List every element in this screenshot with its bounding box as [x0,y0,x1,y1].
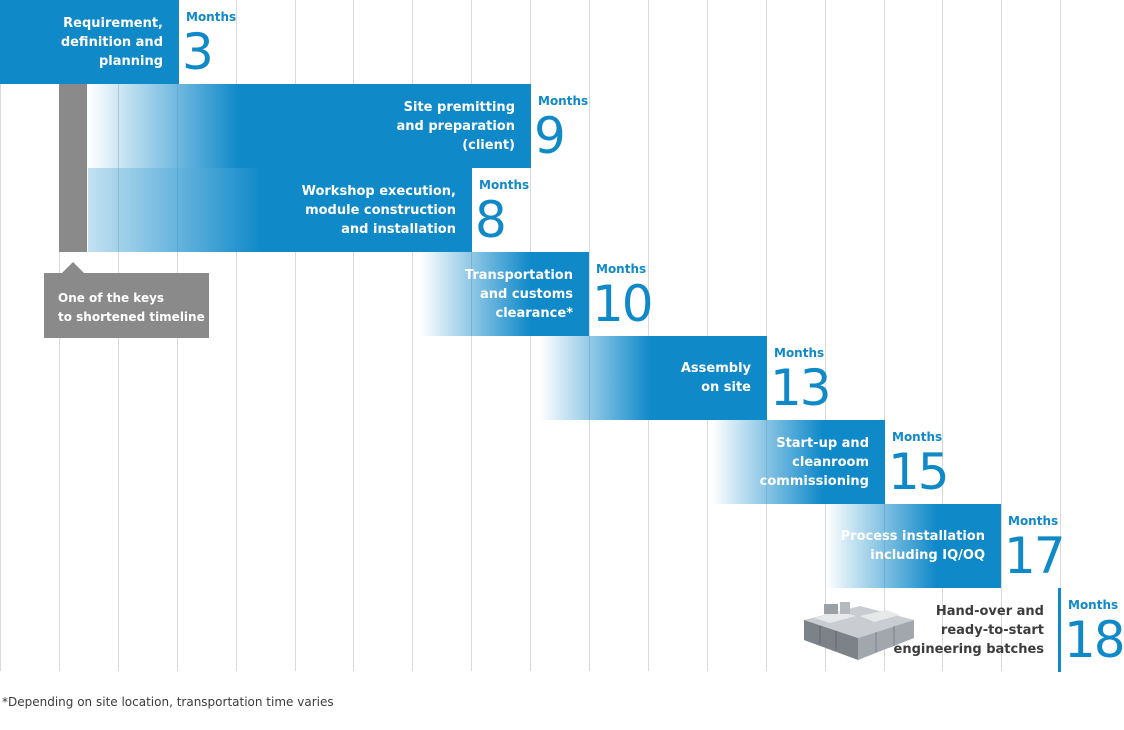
months-word: Months [1068,598,1119,612]
final-milestone-label: Hand-over and ready-to-start engineering… [893,603,1044,657]
grid-line [589,0,590,671]
phase-bar-workshop-execution: Workshop execution, module construction … [88,168,529,252]
grid-line [825,0,826,671]
grid-line [707,0,708,671]
phase-bar-process-installation: Process installation including IQ/OQ Mon… [826,504,1066,588]
grid-line [236,0,237,671]
grid-line [1060,0,1061,671]
overlap-indicator-bar [59,84,87,252]
months-box: Months 10 [589,252,654,336]
months-value: 13 [770,359,832,417]
months-box: Months 8 [472,168,532,252]
months-value: 3 [182,23,214,81]
months-value: 9 [534,107,566,165]
months-box: Months 15 [885,420,950,504]
months-word: Months [774,346,825,360]
final-milestone-line [1058,588,1061,672]
phase-label: Start-up and cleanroom commissioning [759,435,869,489]
footnote: *Depending on site location, transportat… [2,695,334,709]
months-value: 8 [475,191,507,249]
grid-line [0,0,1,671]
months-value: 10 [592,275,654,333]
months-box: Months 3 [179,0,239,84]
months-box-final: Months 18 [1061,588,1124,672]
months-word: Months [479,178,530,192]
months-word: Months [892,430,943,444]
phase-bar-startup: Start-up and cleanroom commissioning Mon… [712,420,950,504]
months-word: Months [1008,514,1059,528]
months-word: Months [186,10,237,24]
phase-bar-site-premitting: Site premitting and preparation (client)… [88,84,588,168]
modular-facility-building-icon [804,602,914,660]
phase-label: Process installation including IQ/OQ [840,529,985,563]
grid-line [766,0,767,671]
months-value: 17 [1004,527,1066,585]
phase-label: Workshop execution, module construction … [301,183,456,237]
months-box: Months 9 [531,84,591,168]
phase-bar-transportation: Transportation and customs clearance* Mo… [420,252,654,336]
phase-bar-assembly: Assembly on site Months 13 [540,336,832,420]
phase-label: Site premitting and preparation (client) [396,99,515,153]
callout-box: One of the keys to shortened timeline [44,273,209,338]
months-box: Months 17 [1001,504,1066,588]
grid-line [412,0,413,671]
grid-line [295,0,296,671]
months-value: 15 [888,443,950,501]
months-word: Months [596,262,647,276]
phase-label: Assembly on site [680,361,751,395]
phase-label: Requirement, definition and planning [60,15,163,69]
grid-line [942,0,943,671]
months-box: Months 13 [767,336,832,420]
grid-line [884,0,885,671]
months-word: Months [538,94,589,108]
grid-line [1001,0,1002,671]
grid-line [648,0,649,671]
months-value: 18 [1064,611,1124,669]
phase-label: Transportation and customs clearance* [464,267,573,321]
grid-line [353,0,354,671]
callout-arrow [62,262,84,273]
phase-bar-requirement: Requirement, definition and planning Mon… [0,0,236,84]
